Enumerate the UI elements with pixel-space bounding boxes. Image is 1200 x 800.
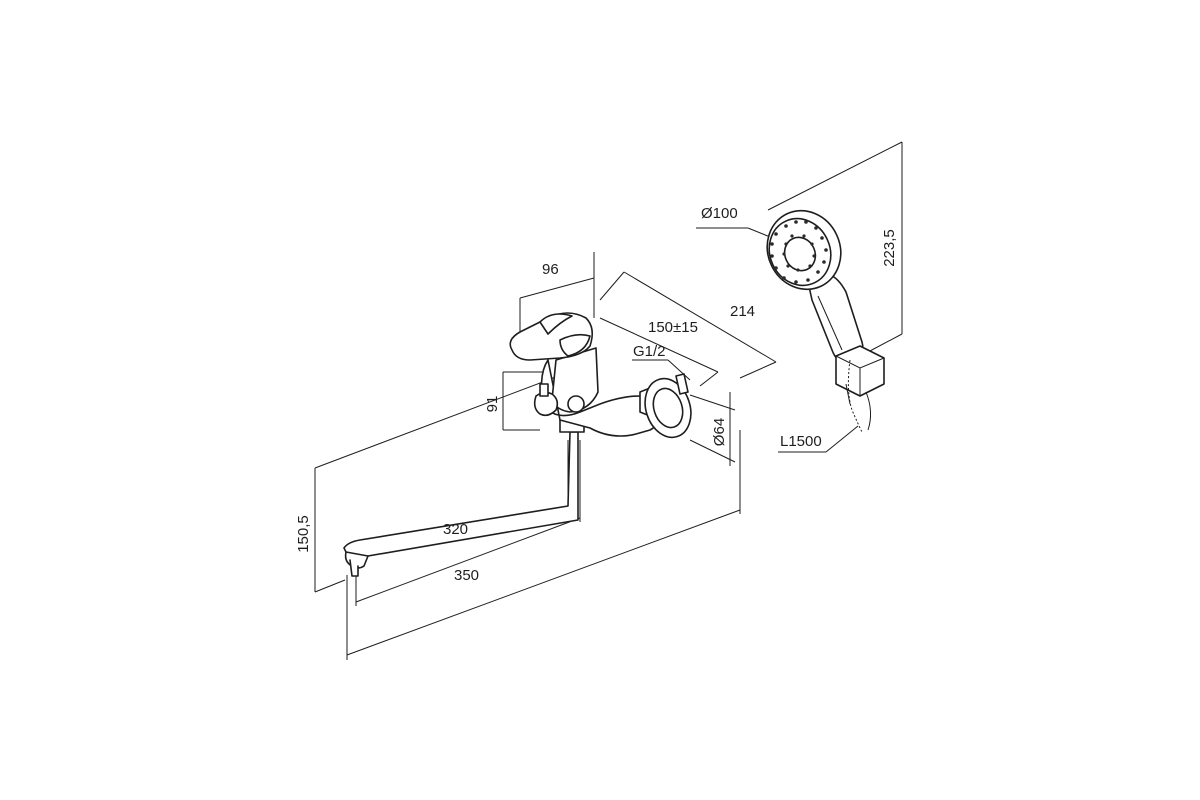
- dim-spout-total-length: 350: [454, 567, 479, 584]
- dim-flange-diameter: Ø64: [711, 418, 728, 446]
- dim-thread: G1/2: [633, 343, 666, 360]
- dim-body-height: 91: [484, 396, 501, 413]
- dim-spout-height: 150,5: [295, 515, 312, 553]
- dim-handle-depth: 96: [542, 261, 559, 278]
- shower-head: [766, 209, 885, 433]
- dim-spout-inner-length: 320: [443, 521, 468, 538]
- dimension-labels: 96 214 150±15 G1/2 91 Ø64 320 350 150,5 …: [295, 205, 898, 584]
- dim-shower-handle-length: 223,5: [881, 229, 898, 267]
- dim-shower-head-diameter: Ø100: [701, 205, 738, 222]
- dimension-lines: [314, 141, 903, 660]
- dim-inlet-spacing: 150±15: [648, 319, 698, 336]
- dim-hose-length: L1500: [780, 433, 822, 450]
- mixer-body: [343, 312, 692, 577]
- shower-nozzles: [770, 220, 828, 284]
- dim-total-depth: 214: [730, 303, 755, 320]
